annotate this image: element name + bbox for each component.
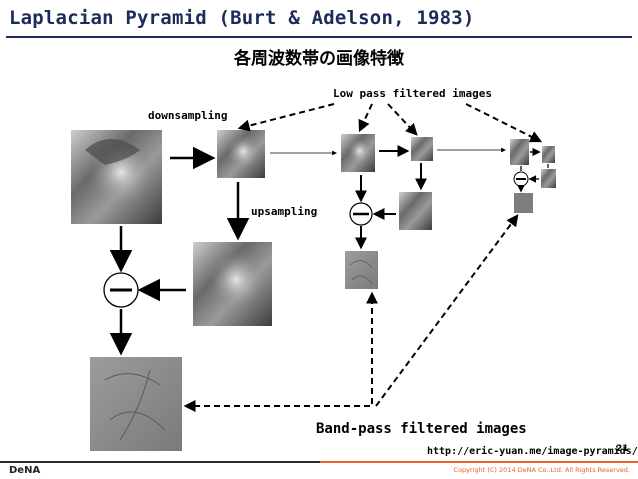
footer-logo: DeNA (9, 465, 41, 476)
lowpass-image-level-0 (71, 130, 162, 224)
footer-copyright: Copyright (C) 2014 DeNA Co.,Ltd. All Rig… (453, 466, 630, 474)
slide-title: Laplacian Pyramid (Burt & Adelson, 1983) (9, 7, 475, 29)
upsampled-image-level-2 (541, 169, 556, 188)
lowpass-image-level-3 (542, 146, 555, 163)
subtract-operator-level-0 (103, 272, 139, 308)
footer-rule-dark (0, 461, 320, 463)
bandpass-image-level-0 (90, 357, 182, 451)
upsampling-label: upsampling (251, 205, 318, 218)
upsampled-image-level-0 (193, 242, 272, 326)
bandpass-image-level-2 (514, 193, 533, 213)
bandpass-image-level-1 (345, 251, 378, 289)
footer: DeNA Copyright (C) 2014 DeNA Co.,Ltd. Al… (0, 461, 638, 479)
title-rule (6, 36, 632, 38)
downsampling-label: downsampling (148, 109, 228, 122)
lowpass-image-level-2-repeat (510, 139, 529, 165)
bandpass-label: Band-pass filtered images (316, 421, 527, 437)
source-url[interactable]: http://eric-yuan.me/image-pyramids/ (427, 446, 638, 457)
lowpass-image-level-2 (411, 137, 433, 161)
lowpass-label: Low pass filtered images (333, 87, 492, 100)
bandpass-callout-arrows (183, 214, 519, 412)
subtract-operator-level-1 (349, 202, 373, 226)
upsampled-image-level-1 (399, 192, 432, 230)
footer-rule-accent (320, 461, 638, 463)
page-number: 21 (616, 444, 629, 454)
lowpass-image-level-1 (217, 130, 265, 178)
subtract-operator-level-2 (513, 171, 529, 187)
lowpass-callout-arrows (237, 103, 543, 143)
slide-subtitle: 各周波数帯の画像特徴 (234, 49, 404, 69)
lowpass-image-level-1-repeat (341, 134, 375, 172)
